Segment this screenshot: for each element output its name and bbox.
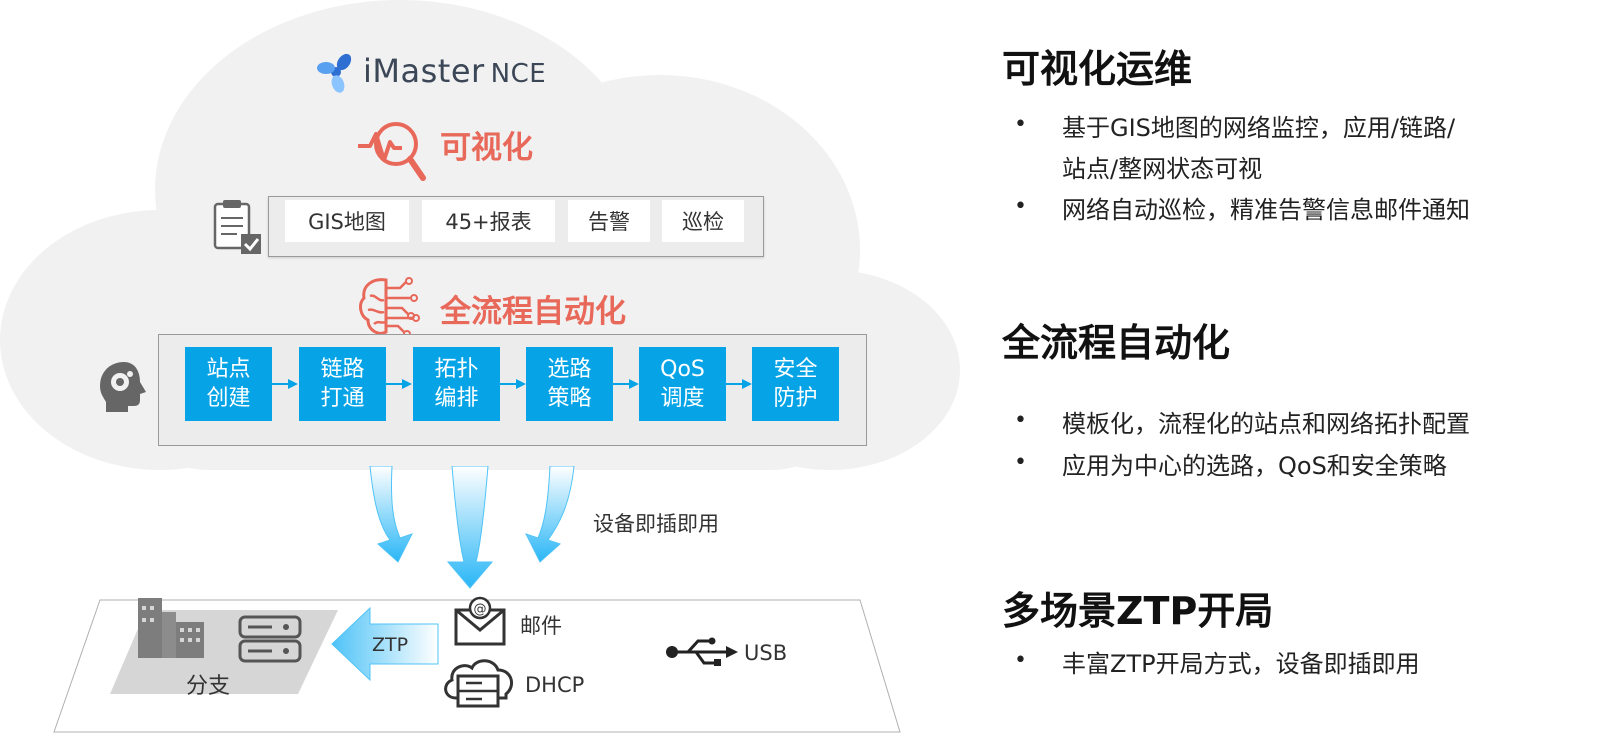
bullet-icon: • (1014, 450, 1027, 475)
bullet-icon: • (1014, 194, 1027, 219)
brain-circuit-icon (359, 277, 420, 338)
usb-label: USB (744, 641, 788, 665)
step-link-connect: 链路打通 (299, 347, 386, 421)
bullet-icon: • (1014, 408, 1027, 433)
step-arrow (726, 379, 752, 389)
head-gear-icon (100, 362, 146, 412)
ztp-item-1: 丰富ZTP开局方式，设备即插即用 (1062, 650, 1420, 678)
email-icon: @ (454, 596, 506, 646)
step-arrow (500, 379, 526, 389)
automation-strip (158, 334, 867, 446)
bullet-icon: • (1014, 112, 1027, 137)
branch-label: 分支 (186, 674, 231, 699)
tag-reports: 45+报表 (422, 200, 555, 242)
step-arrow (386, 379, 412, 389)
visual-title: 可视化 (440, 130, 533, 166)
step-arrow (613, 379, 639, 389)
bullet-icon: • (1014, 648, 1027, 673)
visual-ops-item-1b: 站点/整网状态可视 (1062, 155, 1263, 183)
step-security-protect: 安全防护 (752, 347, 839, 421)
ztp-arrow (331, 606, 439, 682)
tag-alarm: 告警 (568, 200, 650, 242)
imaster-logo-icon (317, 53, 352, 93)
visual-ops-item-1a: 基于GIS地图的网络监控，应用/链路/ (1062, 114, 1456, 142)
section-ztp-title: 多场景ZTP开局 (1002, 589, 1274, 633)
tag-gis-map: GIS地图 (285, 200, 409, 242)
svg-text:@: @ (474, 602, 487, 617)
visual-ops-item-2: 网络自动巡检，精准告警信息邮件通知 (1062, 196, 1470, 224)
plug-play-arrows (369, 466, 575, 589)
automation-item-2: 应用为中心的选路，QoS和安全策略 (1062, 452, 1447, 480)
router-device-icon (238, 615, 302, 663)
tag-inspection: 巡检 (662, 200, 744, 242)
dhcp-cloud-server-icon (444, 659, 514, 708)
section-visual-ops-title: 可视化运维 (1002, 47, 1193, 91)
automation-item-1: 模板化，流程化的站点和网络拓扑配置 (1062, 410, 1470, 438)
step-arrow (272, 379, 298, 389)
usb-icon (666, 637, 738, 666)
section-automation-title: 全流程自动化 (1002, 321, 1231, 365)
step-site-create: 站点创建 (185, 347, 272, 421)
building-icon (138, 598, 204, 658)
step-topology-orchestrate: 拓扑编排 (413, 347, 500, 421)
dhcp-label: DHCP (525, 673, 585, 697)
checklist-icon (213, 200, 261, 254)
automation-title: 全流程自动化 (440, 294, 626, 330)
email-label: 邮件 (520, 614, 562, 638)
step-path-policy: 选路策略 (526, 347, 613, 421)
monitor-magnifier-icon (358, 122, 426, 181)
ztp-label: ZTP (372, 634, 409, 656)
plug-play-label: 设备即插即用 (593, 512, 719, 536)
